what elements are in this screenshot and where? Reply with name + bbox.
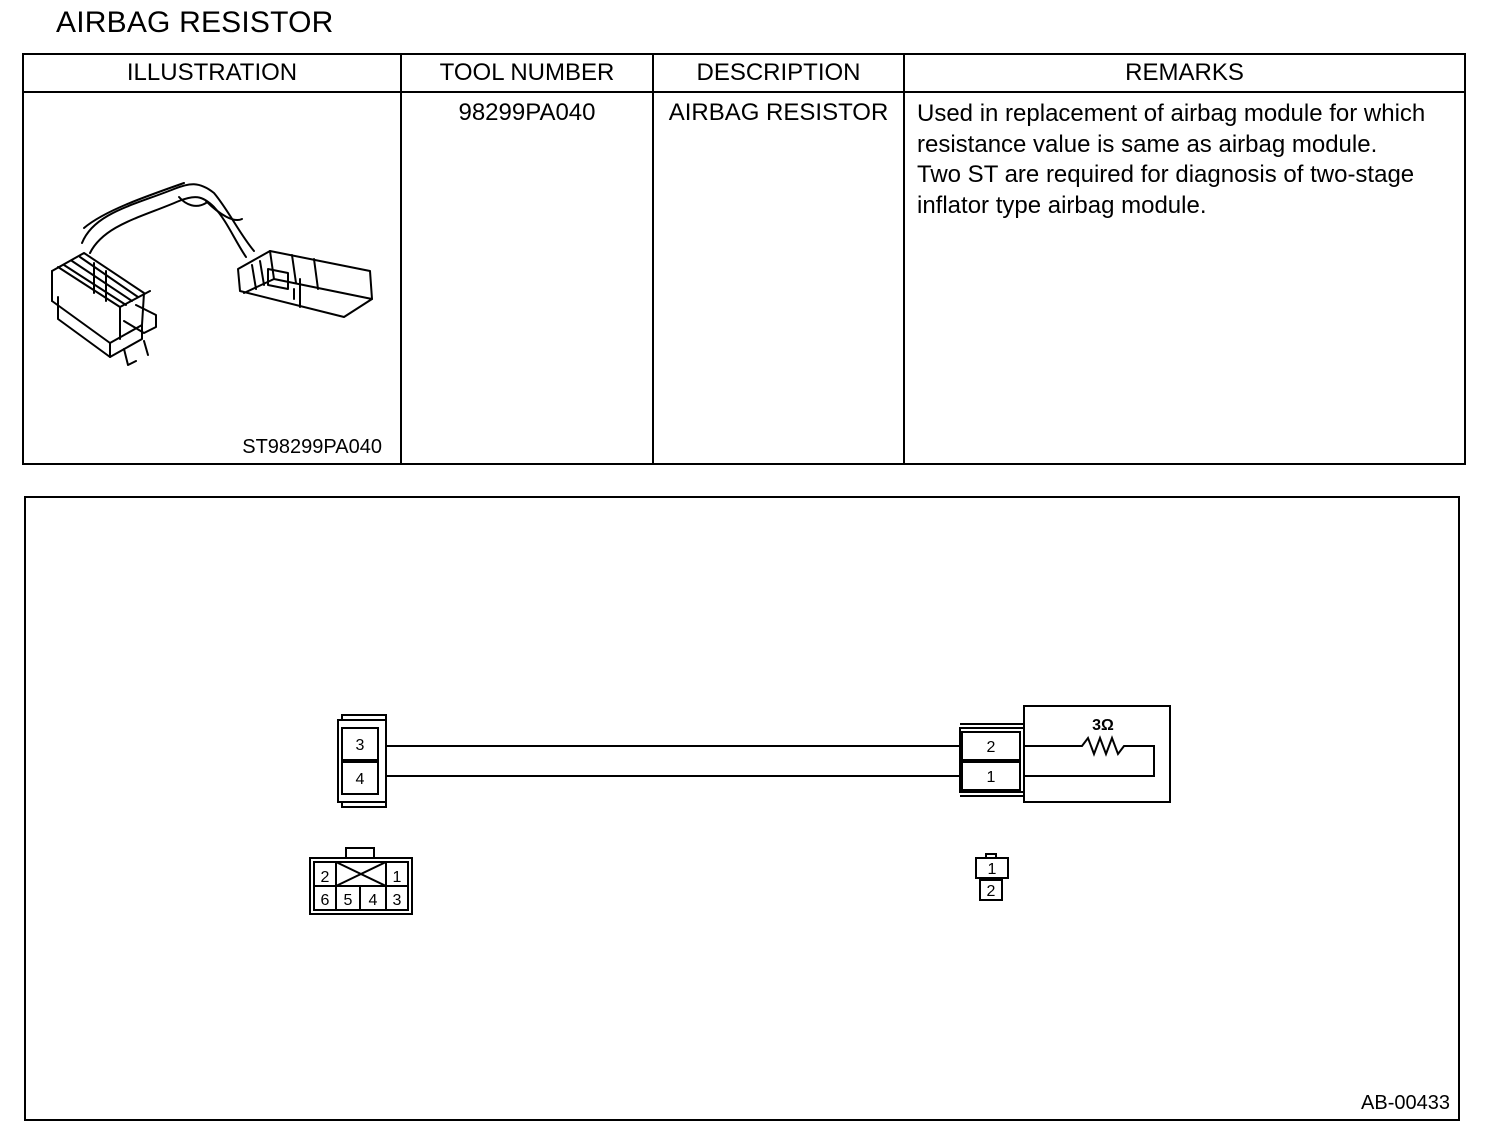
left-connector-body: [337, 719, 387, 803]
left-face-latch: [345, 847, 375, 859]
airbag-resistor-harness-illustration: [51, 182, 373, 366]
header-illustration: ILLUSTRATION: [22, 53, 402, 93]
right-face-pin-2-box: [979, 879, 1003, 901]
left-pin-label: 3: [356, 737, 365, 754]
figure-code: AB-00433: [1361, 1092, 1450, 1114]
illustration-code: ST98299PA040: [242, 436, 382, 458]
right-pin-1-box: [961, 761, 1021, 791]
header-tool-number: TOOL NUMBER: [400, 53, 654, 93]
header-remarks: REMARKS: [903, 53, 1466, 93]
right-face-pin-1-box: [975, 857, 1009, 879]
resistor-symbol: [1024, 735, 1155, 777]
left-pin-3-box: [341, 727, 379, 761]
left-face-pin-label: 4: [369, 892, 378, 909]
remark-line: inflator type airbag module.: [917, 191, 1207, 219]
remark-line: Two ST are required for diagnosis of two…: [917, 161, 1415, 188]
left-face-pin-label: 6: [321, 892, 330, 909]
special-tool-table: ILLUSTRATION TOOL NUMBER DESCRIPTION REM…: [22, 53, 1466, 465]
left-face-pin-label: 3: [393, 892, 402, 909]
remark-line: Used in replacement of airbag module for…: [917, 100, 1426, 127]
left-face-pin-label: 1: [393, 869, 402, 886]
left-pin-4-box: [341, 761, 379, 795]
right-pin-label: 2: [987, 739, 996, 756]
header-description: DESCRIPTION: [652, 53, 905, 93]
description-cell: AIRBAG RESISTOR: [652, 91, 905, 465]
wiring-diagram-svg: 3 4 2 1 3Ω 2 1 6 5 4 3 1 2: [309, 705, 1171, 915]
right-face-pin-label: 2: [987, 883, 996, 900]
wiring-diagram: 3 4 2 1 3Ω 2 1 6 5 4 3 1 2 AB-00433: [24, 496, 1460, 1121]
left-face-pin-label: 2: [321, 869, 330, 886]
resistor-value-label: 3Ω: [1092, 717, 1114, 734]
remarks-cell: Used in replacement of airbag module for…: [903, 91, 1466, 465]
remark-line: resistance value is same as airbag modul…: [917, 130, 1378, 158]
page-title: AIRBAG RESISTOR: [56, 6, 334, 39]
right-pin-label: 1: [987, 769, 996, 786]
right-face-pin-label: 1: [988, 861, 997, 878]
tool-number-cell: 98299PA040: [400, 91, 654, 465]
right-pin-2-box: [961, 731, 1021, 761]
left-face-pin-label: 5: [344, 892, 353, 909]
left-pin-label: 4: [356, 771, 365, 788]
illustration-cell: ST98299PA040: [22, 91, 402, 465]
resistor-housing: [1023, 705, 1171, 803]
